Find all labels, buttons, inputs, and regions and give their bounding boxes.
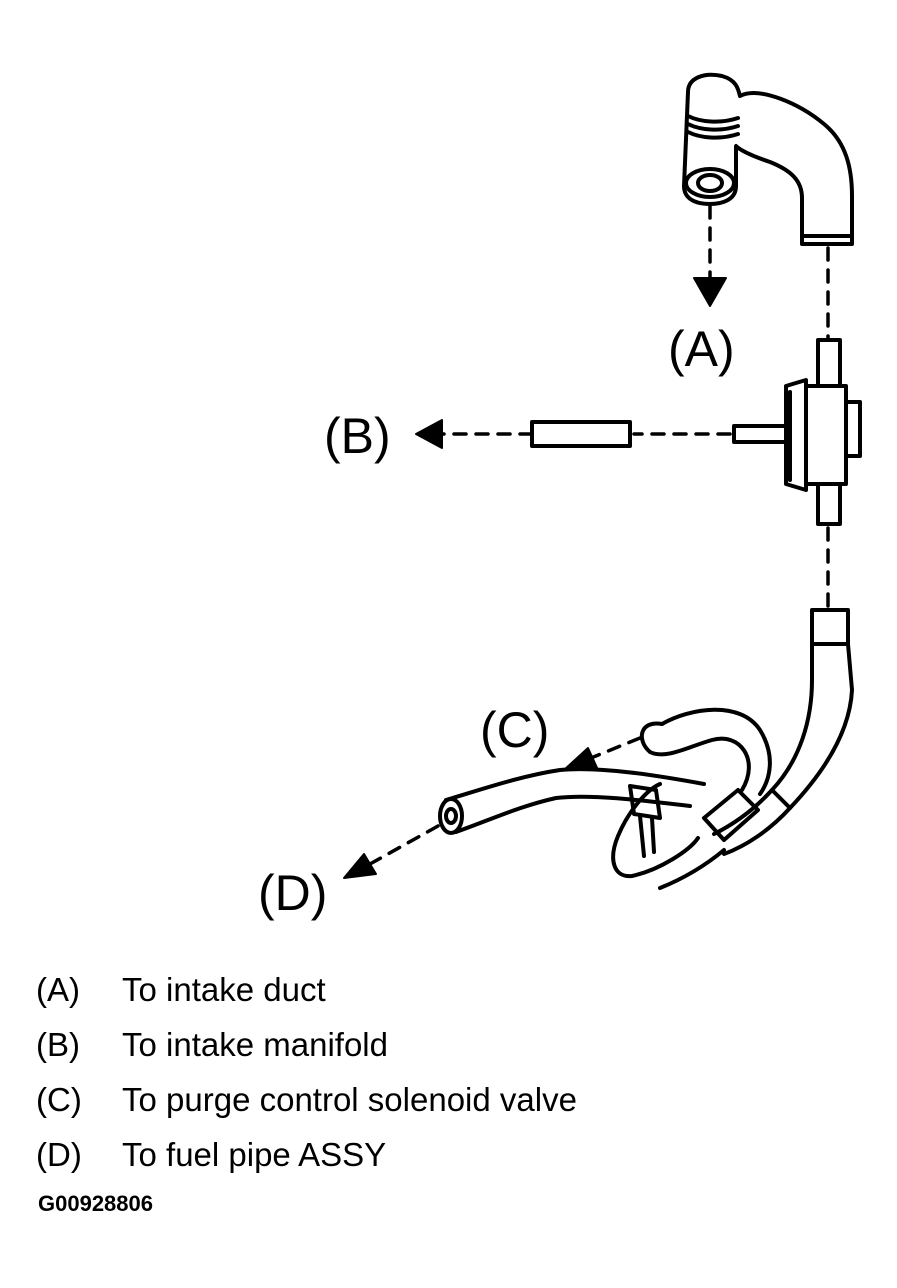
upper-elbow-hose bbox=[682, 72, 854, 246]
legend-key: (B) bbox=[36, 1026, 80, 1063]
check-valve bbox=[732, 338, 862, 526]
legend-text: To purge control solenoid valve bbox=[122, 1081, 577, 1118]
legend-text: To fuel pipe ASSY bbox=[122, 1136, 387, 1173]
connection-lines bbox=[368, 204, 830, 866]
lower-hose-assembly bbox=[438, 608, 854, 890]
arrow-c-icon bbox=[563, 747, 599, 771]
legend-item: (C) To purge control solenoid valve bbox=[36, 1072, 856, 1127]
callout-a: (A) bbox=[668, 321, 735, 377]
arrow-a-icon bbox=[693, 277, 727, 307]
hose-routing-diagram: (A) (B) (C) (D) bbox=[258, 72, 862, 921]
legend-item: (A) To intake duct bbox=[36, 962, 856, 1017]
legend-text: To intake manifold bbox=[122, 1026, 388, 1063]
legend-item: (D) To fuel pipe ASSY bbox=[36, 1127, 856, 1182]
figure-id: G00928806 bbox=[38, 1191, 153, 1216]
legend-key: (C) bbox=[36, 1081, 82, 1118]
callout-d: (D) bbox=[258, 865, 327, 921]
legend-key: (D) bbox=[36, 1136, 82, 1173]
arrow-d-icon bbox=[343, 853, 377, 879]
legend-item: (B) To intake manifold bbox=[36, 1017, 856, 1072]
arrow-b-icon bbox=[415, 419, 443, 449]
callout-b: (B) bbox=[324, 408, 391, 464]
callout-c: (C) bbox=[480, 702, 549, 758]
legend-key: (A) bbox=[36, 971, 80, 1008]
manifold-connector-tube bbox=[530, 420, 632, 448]
legend: (A) To intake duct (B) To intake manifol… bbox=[36, 962, 856, 1182]
legend-text: To intake duct bbox=[122, 971, 326, 1008]
